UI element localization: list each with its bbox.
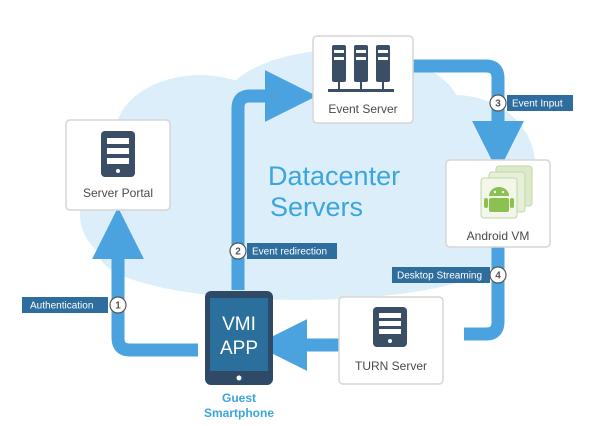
android-vm-node: Android VM bbox=[445, 159, 551, 248]
step-number: 3 bbox=[495, 99, 501, 110]
arrow-event-redirection bbox=[231, 70, 317, 290]
flow-label-event-redirection: 2 Event redirection bbox=[229, 242, 337, 260]
turn-server-node: TURN Server bbox=[338, 296, 444, 385]
flow-label-authentication: Authentication 1 bbox=[22, 296, 127, 314]
server-icon bbox=[373, 307, 407, 347]
turn-server-label: TURN Server bbox=[355, 359, 427, 373]
flow-label-text: Event redirection bbox=[252, 247, 327, 258]
flow-label-text: Desktop Streaming bbox=[397, 271, 482, 282]
guest-label-line1: Guest bbox=[222, 391, 256, 405]
flow-label-desktop-streaming: Desktop Streaming 4 bbox=[392, 266, 507, 284]
arrow-authentication bbox=[92, 207, 198, 357]
arrow-desktop-streaming bbox=[464, 245, 505, 341]
server-icon bbox=[101, 131, 135, 177]
flow-label-text: Authentication bbox=[30, 301, 93, 312]
flow-label-event-input: 3 Event Input bbox=[489, 94, 573, 112]
vmi-app-line2: APP bbox=[220, 338, 258, 359]
event-server-node: Event Server bbox=[312, 35, 414, 124]
android-stack-icon bbox=[480, 165, 533, 219]
arrow-event-input bbox=[412, 59, 524, 173]
server-rack-icon bbox=[328, 45, 394, 92]
server-portal-label: Server Portal bbox=[83, 186, 153, 200]
event-server-label: Event Server bbox=[328, 102, 397, 116]
smartphone-node: VMI APP Guest Smartphone bbox=[204, 291, 274, 420]
step-number: 4 bbox=[495, 271, 501, 282]
cloud-title-line2: Servers bbox=[270, 192, 363, 222]
step-number: 2 bbox=[235, 247, 241, 258]
cloud-title-line1: Datacenter bbox=[268, 161, 400, 191]
flow-label-text: Event Input bbox=[512, 99, 563, 110]
vmi-app-line1: VMI bbox=[222, 314, 256, 335]
guest-label-line2: Smartphone bbox=[204, 406, 274, 420]
android-vm-label: Android VM bbox=[467, 229, 530, 243]
server-portal-node: Server Portal bbox=[65, 119, 171, 211]
step-number: 1 bbox=[115, 301, 121, 312]
